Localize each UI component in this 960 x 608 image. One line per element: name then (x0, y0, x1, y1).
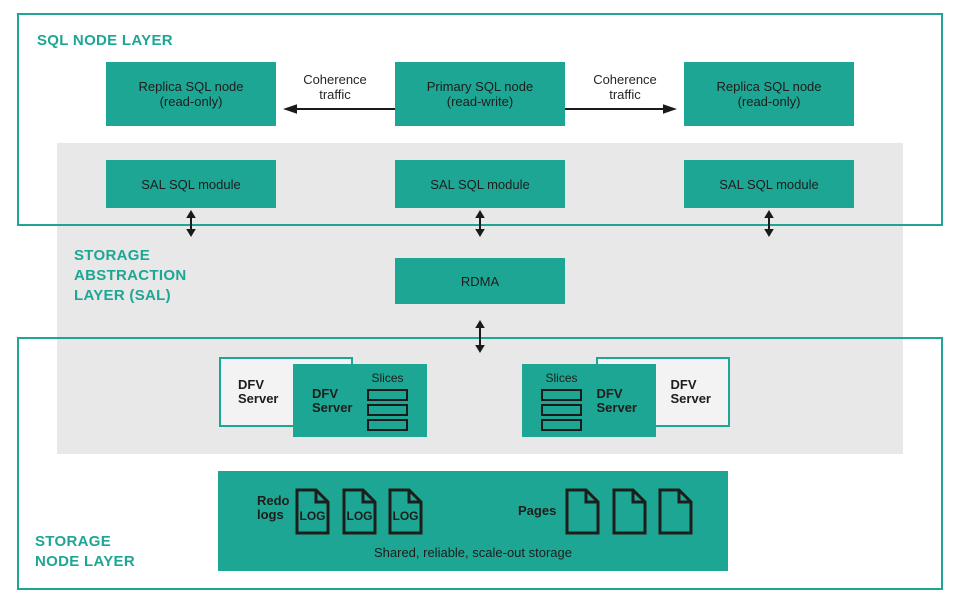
primary-sql-node: Primary SQL node (read-write) (395, 62, 565, 126)
slice-icon (367, 418, 408, 431)
slices-group: Slices (541, 371, 582, 431)
pages-label: Pages (518, 503, 557, 518)
sal-sql-module-left: SAL SQL module (106, 160, 276, 208)
double-arrow-left-icon (186, 210, 196, 237)
log-file-icon: LOG (388, 488, 423, 535)
page-file-icon (658, 488, 693, 535)
storage-caption: Shared, reliable, scale-out storage (373, 545, 572, 560)
log-file-icon: LOG (295, 488, 330, 535)
slice-icon (541, 388, 582, 401)
slice-icon (541, 418, 582, 431)
double-arrow-right-icon (764, 210, 774, 237)
log-file-text: LOG (347, 509, 373, 523)
double-arrow-rdma-storage-icon (475, 320, 485, 353)
log-file-text: LOG (300, 509, 326, 523)
redo-logs-label: Redo logs (257, 493, 290, 522)
page-file-icon (612, 488, 647, 535)
dfv-server-label: DFV Server (312, 385, 353, 415)
dfv-server-front-right: Slices DFV Server (522, 364, 656, 437)
slices-label: Slices (371, 370, 404, 385)
slices-group: Slices (367, 371, 408, 431)
replica-sql-node-left: Replica SQL node (read-only) (106, 62, 276, 126)
shared-storage-box: Redo logs LOG LOG LOG Pages (218, 471, 728, 571)
dfv-server-front-left: DFV Server Slices (293, 364, 427, 437)
rdma-box: RDMA (395, 258, 565, 304)
slices-label: Slices (545, 370, 578, 385)
slice-icon (367, 388, 408, 401)
sql-node-layer-title: SQL NODE LAYER (37, 32, 173, 49)
log-file-text: LOG (393, 509, 419, 523)
replica-sql-node-right: Replica SQL node (read-only) (684, 62, 854, 126)
sal-sql-module-center: SAL SQL module (395, 160, 565, 208)
slice-icon (541, 403, 582, 416)
coherence-traffic-label-right: Coherence traffic (593, 72, 657, 102)
storage-node-layer-title: STORAGE NODE LAYER (35, 533, 135, 570)
coherence-arrow-right-icon (565, 104, 677, 114)
page-file-icon (565, 488, 600, 535)
dfv-server-label: DFV Server (596, 385, 637, 415)
slice-icon (367, 403, 408, 416)
log-file-icon: LOG (342, 488, 377, 535)
sal-sql-module-right: SAL SQL module (684, 160, 854, 208)
coherence-arrow-left-icon (283, 104, 395, 114)
coherence-traffic-label-left: Coherence traffic (303, 72, 367, 102)
double-arrow-center-icon (475, 210, 485, 237)
storage-abstraction-layer-title: STORAGE ABSTRACTION LAYER (SAL) (74, 247, 187, 304)
